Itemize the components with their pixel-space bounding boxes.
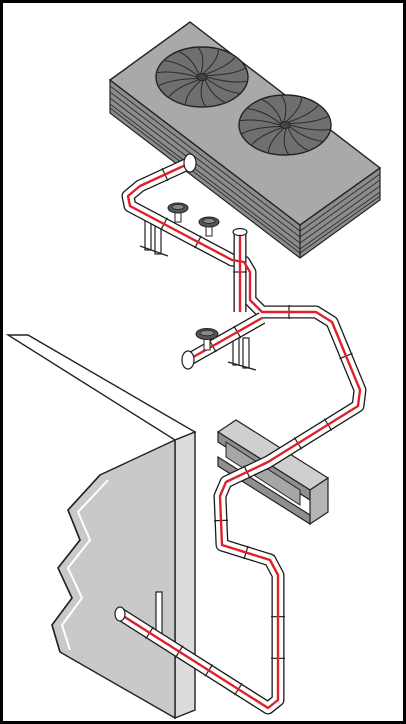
fan-blade: [206, 76, 247, 83]
fan-blade: [287, 127, 308, 151]
fan-blade: [262, 99, 283, 123]
fan-blade: [206, 78, 240, 94]
fan-blade: [185, 80, 202, 105]
fan-blade: [240, 119, 281, 126]
fan-blade: [241, 126, 281, 134]
fan-blade: [204, 56, 236, 75]
fan-blade: [168, 79, 200, 98]
fan-blade: [157, 71, 198, 78]
valve: [195, 328, 219, 351]
pipe-end-cap: [232, 227, 248, 237]
pipe-end-cap: [181, 350, 195, 370]
fan-blade: [289, 116, 329, 124]
fan-blade: [281, 95, 287, 122]
fan-blade: [204, 79, 225, 103]
fan-blade: [285, 97, 302, 122]
pipe-end-cap: [183, 153, 197, 173]
valve: [198, 216, 220, 237]
wall-end-face: [174, 430, 196, 720]
wall: [5, 334, 197, 720]
cable-line: [119, 161, 362, 710]
fan-blade: [200, 80, 206, 107]
fan-blade: [251, 127, 283, 146]
valve: [167, 202, 189, 223]
fan-blade: [179, 51, 200, 75]
fan-blade: [164, 60, 198, 76]
fan-blade: [283, 128, 289, 155]
fan-blade: [202, 49, 219, 74]
heat-trace-cable: [119, 161, 362, 710]
fan: [238, 94, 332, 156]
pipe-support: [227, 334, 257, 371]
fan-blade: [158, 78, 198, 86]
fan-blade: [198, 47, 204, 74]
fan: [155, 46, 249, 108]
fan-blade: [247, 108, 281, 124]
pipe-end-cap: [114, 606, 126, 622]
fan-blade: [289, 124, 330, 131]
fan-blade: [289, 126, 323, 142]
fan-blade: [206, 68, 246, 76]
fan-blade: [268, 128, 285, 153]
cable-line: [187, 316, 263, 362]
fan-blade: [287, 104, 319, 123]
